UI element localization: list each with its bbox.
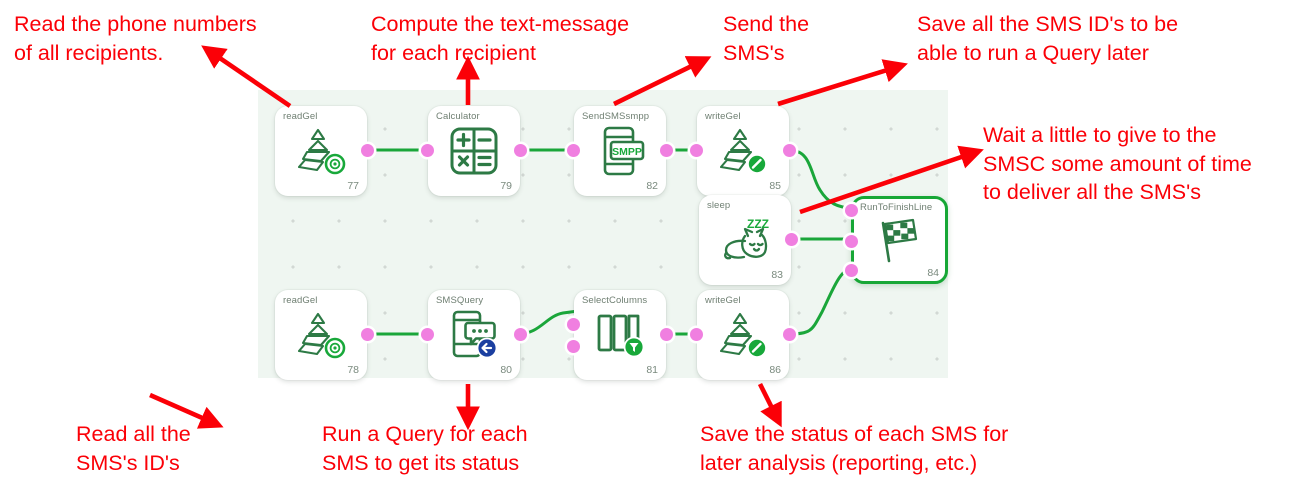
node-number: 85 (769, 180, 781, 192)
svg-text:ZZZ: ZZZ (747, 217, 769, 231)
node-title: SMSQuery (436, 295, 484, 306)
node-title: writeGel (705, 111, 741, 122)
annotation-read-sms-ids: Read all the SMS's ID's (76, 422, 191, 475)
node-number: 84 (927, 267, 939, 279)
port-in-2[interactable] (567, 340, 580, 353)
svg-text:SMPP: SMPP (612, 146, 642, 158)
annotation-read-phone-numbers: Read the phone numbers of all recipients… (14, 12, 257, 65)
node-sleep-83[interactable]: sleep ZZZ 83 (699, 195, 798, 285)
node-number: 86 (769, 364, 781, 376)
annotation-compute-text-message: Compute the text-message for each recipi… (371, 12, 630, 65)
annotation-run-query: Run a Query for each SMS to get its stat… (322, 422, 528, 475)
node-title: Calculator (436, 111, 480, 122)
port-in[interactable] (690, 328, 703, 341)
annotation-wait-for-smsc: Wait a little to give to the SMSC some a… (983, 123, 1252, 205)
port-in[interactable] (690, 144, 703, 157)
port-out[interactable] (514, 328, 527, 341)
gel-pyramid-read-icon (275, 118, 367, 184)
node-number: 82 (646, 180, 658, 192)
port-in-1[interactable] (567, 318, 580, 331)
node-title: writeGel (705, 295, 741, 306)
calculator-icon (428, 118, 520, 184)
port-out[interactable] (783, 328, 796, 341)
node-number: 83 (771, 269, 783, 281)
node-number: 79 (500, 180, 512, 192)
node-readGel-77[interactable]: readGel 77 (275, 106, 374, 196)
checkered-flag-icon (854, 208, 940, 274)
port-in-3[interactable] (845, 264, 858, 277)
node-number: 80 (500, 364, 512, 376)
node-writeGel-85[interactable]: writeGel 85 (690, 106, 796, 196)
port-out[interactable] (783, 144, 796, 157)
port-out[interactable] (660, 328, 673, 341)
port-out[interactable] (785, 233, 798, 246)
port-in[interactable] (421, 328, 434, 341)
gel-pyramid-write-icon (697, 118, 789, 184)
arrow-to-writeGel-86 (757, 382, 782, 428)
port-in[interactable] (421, 144, 434, 157)
phone-smpp-icon: SMPP (574, 118, 666, 184)
gel-pyramid-write-icon (697, 302, 789, 368)
annotation-send-sms: Send the SMS's (723, 12, 810, 65)
node-SMSQuery-80[interactable]: SMSQuery 80 (421, 290, 527, 380)
node-number: 81 (646, 364, 658, 376)
select-columns-icon (574, 302, 666, 368)
node-RunToFinishLine-84[interactable]: RunToFinishLine 84 (845, 196, 948, 284)
node-SendSMSsmpp-82[interactable]: SendSMSsmpp SMPP 82 (567, 106, 673, 196)
port-out[interactable] (361, 328, 374, 341)
annotation-save-sms-ids: Save all the SMS ID's to be able to run … (917, 12, 1179, 65)
node-title: SendSMSsmpp (582, 111, 650, 122)
gel-pyramid-read-icon (275, 302, 367, 368)
node-SelectColumns-81[interactable]: SelectColumns 81 (567, 290, 673, 380)
annotation-save-status: Save the status of each SMS for later an… (700, 422, 1009, 475)
sms-query-icon (428, 302, 520, 368)
node-number: 78 (347, 364, 359, 376)
port-in-2[interactable] (845, 235, 858, 248)
node-readGel-78[interactable]: readGel 78 (275, 290, 374, 380)
node-number: 77 (347, 180, 359, 192)
node-title: readGel (283, 295, 318, 306)
node-Calculator-79[interactable]: Calculator 79 (421, 106, 527, 196)
port-out[interactable] (660, 144, 673, 157)
port-out[interactable] (514, 144, 527, 157)
node-writeGel-86[interactable]: writeGel 86 (690, 290, 796, 380)
port-out[interactable] (361, 144, 374, 157)
port-in-1[interactable] (845, 204, 858, 217)
node-title: readGel (283, 111, 318, 122)
node-title: sleep (707, 200, 731, 211)
sleeping-cat-zzz-icon: ZZZ (699, 207, 791, 273)
port-in[interactable] (567, 144, 580, 157)
node-title: SelectColumns (582, 295, 648, 306)
